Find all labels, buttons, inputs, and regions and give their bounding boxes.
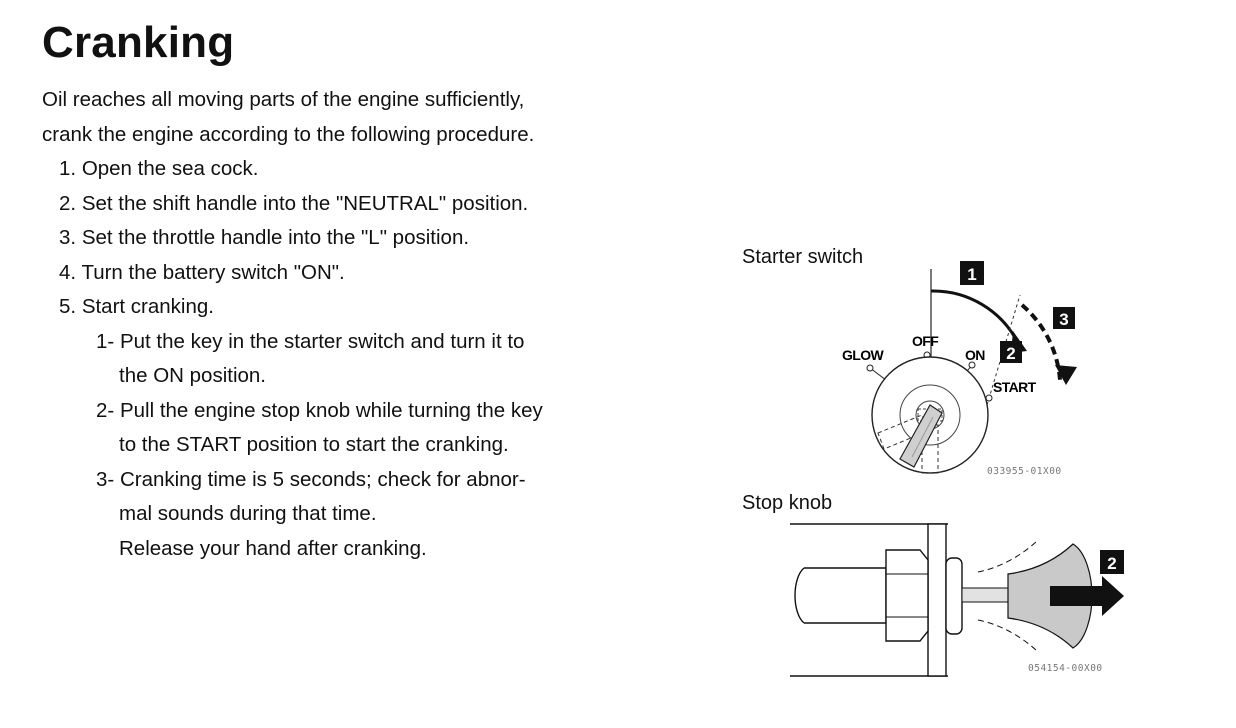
svg-text:1: 1 (967, 265, 976, 284)
starter-switch-label: Starter switch (742, 246, 864, 268)
stop-knob-diagram: 2 054154-00X00 (790, 523, 1124, 677)
intro-line: crank the engine according to the follow… (42, 122, 535, 146)
substep-item: 1- Put the key in the starter switch and… (96, 329, 525, 353)
on-position-label: ON (965, 347, 985, 363)
page-title: Cranking (42, 18, 235, 67)
step-item: 4. Turn the battery switch "ON". (59, 260, 345, 284)
starter-figure-code: 033955-01X00 (987, 466, 1062, 477)
substep-line: the ON position. (119, 364, 266, 387)
substep-item: 3- Cranking time is 5 seconds; check for… (96, 467, 526, 491)
svg-text:2: 2 (1107, 554, 1116, 573)
svg-text:3: 3 (1059, 310, 1068, 329)
step-3-badge: 3 (1053, 307, 1075, 329)
starter-switch-diagram: 1 2 3 GLOW OFF ON START 033955-01X00 (842, 261, 1077, 477)
stop-figure-code: 054154-00X00 (1028, 663, 1103, 674)
substep-item: 2- Pull the engine stop knob while turni… (96, 398, 543, 422)
step-item: 5. Start cranking. (59, 295, 214, 318)
intro-line: Oil reaches all moving parts of the engi… (42, 88, 525, 111)
step-2-badge: 2 (1000, 341, 1022, 363)
off-position-label: OFF (912, 333, 939, 349)
start-position-label: START (993, 379, 1037, 395)
step-item: 3. Set the throttle handle into the "L" … (59, 226, 470, 249)
substep-line: mal sounds during that time. (119, 502, 377, 525)
step-1-badge: 1 (960, 261, 984, 285)
glow-position-label: GLOW (842, 347, 885, 363)
svg-text:2: 2 (1006, 344, 1015, 363)
substep-line: to the START position to start the crank… (119, 433, 509, 456)
substep-line: Release your hand after cranking. (119, 536, 427, 560)
step-item: 2. Set the shift handle into the "NEUTRA… (59, 191, 529, 215)
stop-knob-label: Stop knob (742, 492, 833, 514)
pull-step-badge: 2 (1100, 550, 1124, 574)
step-item: 1. Open the sea cock. (59, 157, 259, 180)
